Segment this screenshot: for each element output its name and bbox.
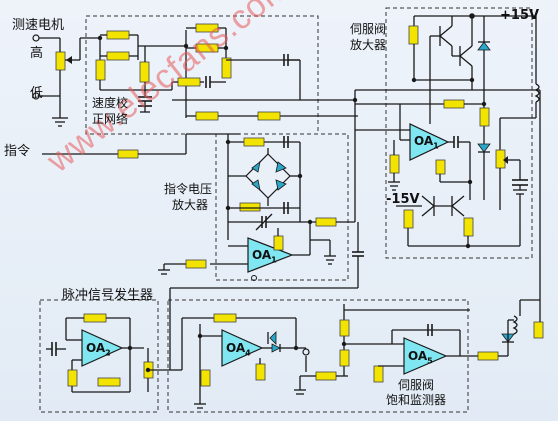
label-saturation-monitor-1: 伺服阀 [398, 378, 435, 392]
servo-amplifier-block [385, 7, 533, 259]
oa1-servo-sub: 1 [433, 141, 439, 151]
label-plus15v: +15V [500, 8, 540, 23]
label-speed-correction-2: 正网络 [92, 112, 129, 126]
oa4-sub: 4 [245, 348, 251, 358]
opamp-oa5 [403, 337, 448, 375]
oa1-servo-text: OA [414, 134, 434, 148]
saturation-monitor-block [167, 299, 469, 413]
opamp-oa2 [81, 329, 124, 367]
label-low: 低 [30, 86, 44, 101]
oa4-text: OA [226, 341, 246, 355]
label-command-amp-2: 放大器 [172, 198, 209, 212]
label-command: 指令 [4, 144, 31, 159]
label-minus15v: -15V [386, 192, 420, 207]
label-tachogenerator: 测速电机 [12, 18, 65, 33]
oa1-cmd-text: OA [252, 248, 272, 262]
command-amplifier-block [215, 133, 349, 281]
oa1-cmd-sub: 1 [271, 255, 277, 265]
tacho-potentiometer [55, 51, 66, 71]
label-pulse-generator: 脉冲信号发生器 [62, 288, 154, 303]
oa5-sub: 5 [427, 356, 433, 366]
label-command-amp-1: 指令电压 [164, 182, 213, 196]
oa5-text: OA [408, 349, 428, 363]
label-high: 高 [30, 46, 44, 61]
oa2-text: OA [86, 341, 106, 355]
opamp-oa1-command [247, 237, 294, 273]
opamp-oa4 [221, 329, 264, 367]
oa2-sub: 2 [105, 348, 111, 358]
opamp-oa1-servo [409, 123, 450, 161]
pulse-generator-block [39, 299, 159, 413]
label-saturation-monitor-2: 饱和监测器 [386, 393, 447, 407]
opamp-label-oa4: OA4 [226, 341, 251, 360]
label-servo-amp-2: 放大器 [350, 38, 387, 52]
opamp-label-oa5: OA5 [408, 349, 433, 368]
label-speed-correction-1: 速度校 [92, 96, 129, 110]
opamp-label-oa2: OA2 [86, 341, 111, 360]
opamp-label-oa1-command: OA1 [252, 248, 277, 267]
label-servo-amp-1: 伺服阀 [350, 22, 387, 36]
opamp-label-oa1-servo: OA1 [414, 134, 439, 153]
